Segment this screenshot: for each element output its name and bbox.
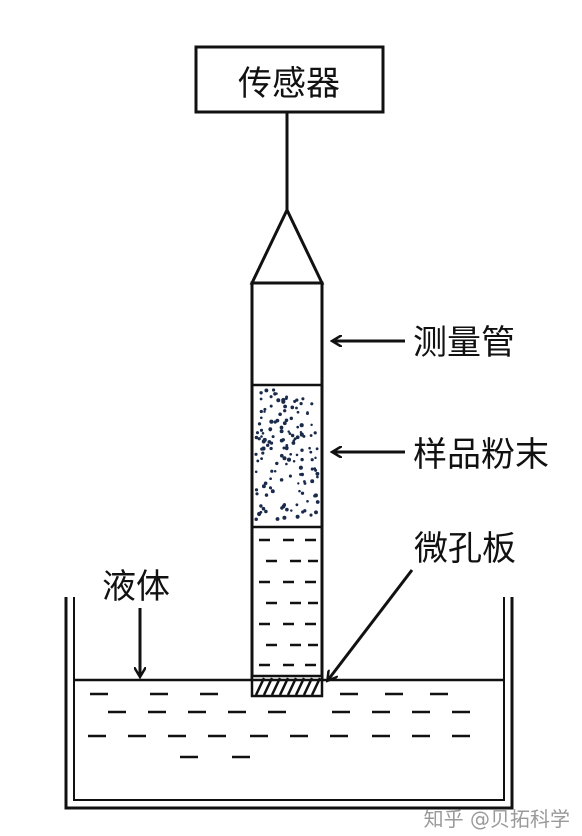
sample-powder [254, 388, 320, 521]
powder-label: 样品粉末 [413, 435, 549, 475]
liquid-container [64, 597, 514, 810]
tube-hanger [249, 206, 325, 285]
sensor-box: 传感器 [194, 45, 385, 114]
liquid-label: 液体 [102, 567, 170, 607]
tube-label: 测量管 [413, 323, 515, 363]
container-inner-wall [73, 597, 505, 801]
liquid-body [88, 692, 470, 759]
absorbed-liquid [259, 538, 318, 667]
plate-arrow [328, 569, 414, 680]
watermark: 知乎 @贝拓科学 [424, 807, 570, 831]
sensor-label: 传感器 [238, 64, 340, 104]
plate-label: 微孔板 [414, 529, 516, 569]
